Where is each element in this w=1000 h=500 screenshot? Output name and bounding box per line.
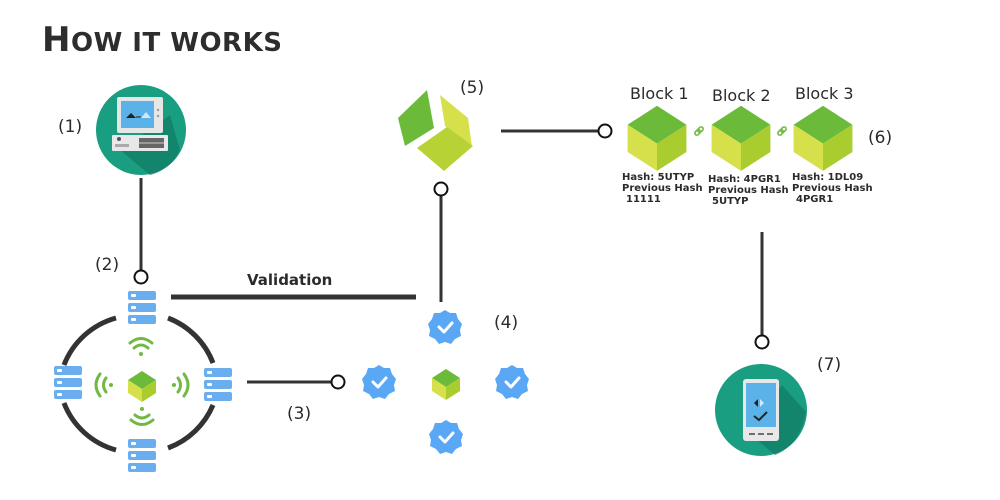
page-title: HOW IT WORKS xyxy=(42,20,283,60)
server-icon-top xyxy=(128,291,156,324)
block-2-hash-info: Hash: 4PGR1 Previous Hash 5UTYP xyxy=(708,174,789,207)
step-label-2: (2) xyxy=(95,255,120,275)
wifi-signal-icon-top xyxy=(128,337,154,356)
wifi-signal-icon-bottom xyxy=(129,407,155,426)
block-assembling-icon xyxy=(398,90,473,171)
block-3-hash: 1DL09 xyxy=(827,172,864,183)
block-2-prev-hash: 5UTYP xyxy=(712,196,749,207)
connector-5-6 xyxy=(501,123,613,139)
step-label-7: (7) xyxy=(817,355,842,375)
block-3-hash-info: Hash: 1DL09 Previous Hash 4PGR1 xyxy=(792,172,873,205)
step-label-6: (6) xyxy=(868,128,893,148)
block-1-prev-hash: 11111 xyxy=(626,194,661,205)
verified-badge-icon-left xyxy=(360,363,398,401)
block-cube-icon-3 xyxy=(793,105,853,171)
block-1-hash: 5UTYP xyxy=(657,172,695,183)
network-ring xyxy=(61,315,216,453)
block-cube-icon-1 xyxy=(627,105,687,171)
connector-4-5 xyxy=(433,181,449,302)
step-label-4: (4) xyxy=(494,313,519,333)
verified-badge-icon-top xyxy=(426,308,464,346)
block-3-title: Block 3 xyxy=(795,84,854,103)
connector-6-7 xyxy=(754,232,770,350)
wifi-signal-icon-left xyxy=(94,372,113,398)
block-2-title: Block 2 xyxy=(712,86,771,105)
chain-link-icon-2 xyxy=(776,125,788,137)
wifi-signal-icon-right xyxy=(172,372,190,398)
block-3-prev-hash: 4PGR1 xyxy=(796,194,834,205)
step-label-5: (5) xyxy=(460,78,485,98)
block-1-title: Block 1 xyxy=(630,84,689,103)
verified-badge-icon-right xyxy=(493,363,531,401)
block-1-hash-info: Hash: 5UTYP Previous Hash 11111 xyxy=(622,172,703,205)
block-cube-icon-validation xyxy=(432,369,460,400)
server-icon-right xyxy=(204,368,232,401)
chain-link-icon-1 xyxy=(693,125,705,137)
validation-label: Validation xyxy=(247,271,333,289)
connector-1-2 xyxy=(133,178,149,285)
block-cube-icon-network xyxy=(128,371,156,402)
smartphone-icon xyxy=(715,364,807,456)
block-2-hash: 4PGR1 xyxy=(743,174,781,185)
server-icon-left xyxy=(54,366,82,399)
step-label-1: (1) xyxy=(58,117,83,137)
verified-badge-icon-bottom xyxy=(427,418,465,456)
computer-icon xyxy=(96,85,186,175)
connector-2-3 xyxy=(247,374,346,390)
step-label-3: (3) xyxy=(287,404,312,424)
block-cube-icon-2 xyxy=(711,105,771,171)
server-icon-bottom xyxy=(128,439,156,472)
